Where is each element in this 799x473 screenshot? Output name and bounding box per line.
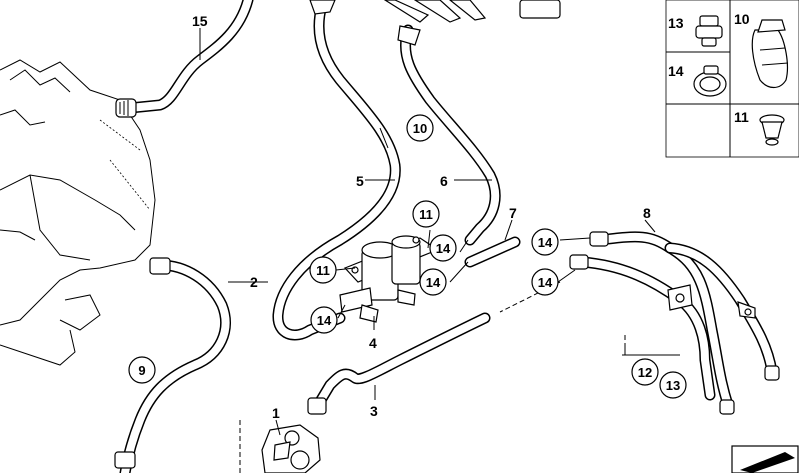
legend-label-14: 14 [668, 63, 684, 79]
callout-3: 3 [370, 403, 378, 419]
callout-15: 15 [192, 13, 208, 29]
legend-part-13 [695, 15, 723, 47]
svg-text:11: 11 [419, 207, 433, 222]
legend-panel: 13 10 14 11 [665, 0, 799, 158]
svg-text:12: 12 [638, 365, 652, 380]
legend-part-10 [751, 19, 789, 89]
callout-14-b: 14 [419, 268, 447, 296]
callout-2: 2 [250, 274, 258, 290]
callout-6: 6 [440, 173, 448, 189]
callout-8: 8 [643, 205, 651, 221]
callout-12: 12 [631, 358, 659, 386]
callout-11-a: 11 [412, 200, 440, 228]
callout-10: 10 [406, 114, 434, 142]
svg-text:9: 9 [138, 363, 145, 378]
top-fittings [309, 0, 561, 46]
svg-text:14: 14 [538, 275, 553, 290]
legend-part-11 [759, 114, 785, 146]
hose-6 [399, 24, 501, 246]
svg-text:13: 13 [666, 378, 680, 393]
water-pump [261, 424, 321, 473]
hose-15 [115, 0, 254, 118]
legend-label-10: 10 [734, 11, 750, 27]
hose-2 [114, 257, 231, 473]
callout-1: 1 [272, 405, 280, 421]
callout-14-a: 14 [429, 234, 457, 262]
callout-9: 9 [128, 356, 156, 384]
callout-5: 5 [356, 173, 364, 189]
callout-14-d: 14 [531, 228, 559, 256]
hose-3 [307, 312, 491, 415]
svg-text:10: 10 [413, 121, 427, 136]
hose-5 [272, 0, 401, 341]
valve-assembly [339, 235, 433, 323]
legend-label-13: 13 [668, 15, 684, 31]
svg-text:14: 14 [436, 241, 451, 256]
svg-text:14: 14 [317, 313, 332, 328]
callout-14-c: 14 [310, 306, 338, 334]
callout-13: 13 [659, 371, 687, 399]
callout-7: 7 [509, 205, 517, 221]
svg-text:11: 11 [316, 263, 330, 278]
svg-text:14: 14 [538, 235, 553, 250]
engine-block [0, 59, 156, 366]
callout-14-e: 14 [531, 268, 559, 296]
diagram-corner-icon [731, 445, 799, 473]
legend-label-11: 11 [734, 109, 749, 125]
callout-4: 4 [369, 335, 377, 351]
pipe-8 [569, 231, 780, 415]
svg-text:14: 14 [426, 275, 441, 290]
callout-11-b: 11 [309, 256, 337, 284]
legend-part-14 [693, 65, 727, 97]
hose-7 [464, 236, 521, 268]
